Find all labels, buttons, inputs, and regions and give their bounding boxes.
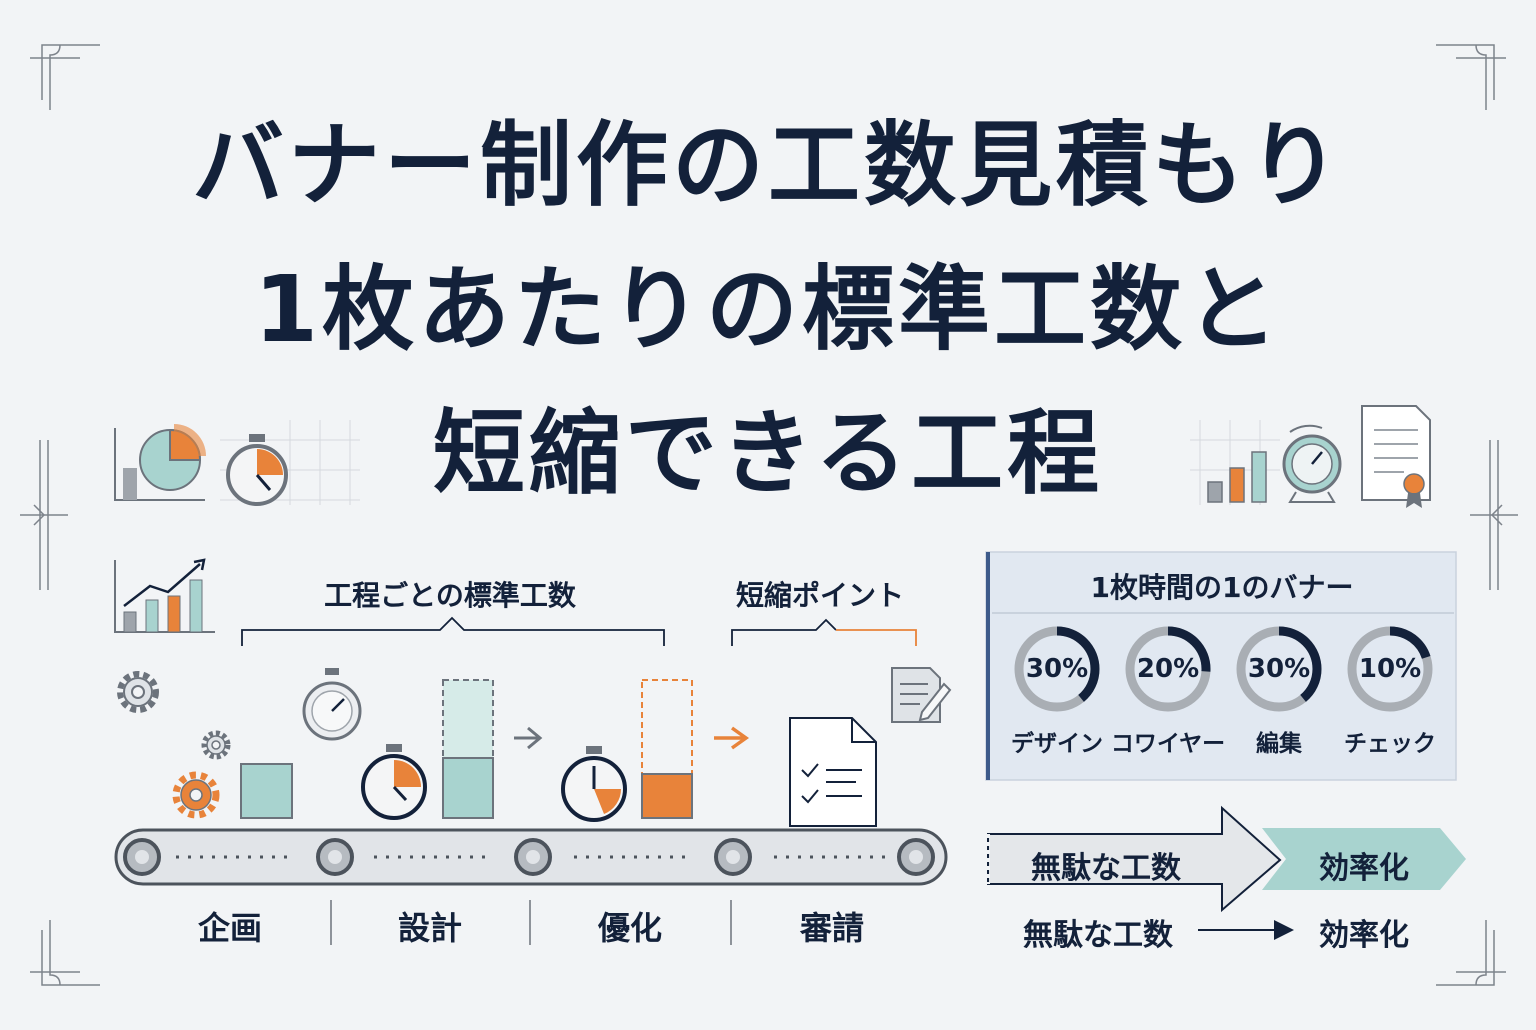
donut-center-check <box>1357 636 1423 702</box>
bar-chart-icon-top-right <box>1207 451 1267 503</box>
title-line-3: 短縮できる工程 <box>432 400 1104 507</box>
title-line-1: バナー制作の工数見積もり <box>191 112 1344 219</box>
gear-icon-orange <box>172 771 220 819</box>
donut-center-design <box>1024 636 1090 702</box>
stage-dividers <box>330 900 732 945</box>
donut-center-copywriting <box>1135 636 1201 702</box>
planning-block <box>240 763 293 819</box>
title-line-2: 1枚あたりの標準工数と <box>253 256 1282 363</box>
shortcut-bracket <box>731 618 917 646</box>
pie-chart-icon <box>114 424 206 501</box>
arrow-icon-orange <box>714 726 750 750</box>
panel-title: 1枚時間の1のバナー <box>1090 571 1354 604</box>
stopwatch-icon-optimize <box>561 746 627 822</box>
donut-center-editing <box>1246 636 1312 702</box>
edit-document-icon <box>891 667 952 723</box>
side-ornament-right <box>1470 440 1518 590</box>
donut-arc-design <box>1014 626 1100 712</box>
stopwatch-icon-top-left <box>226 434 288 506</box>
conveyor-belt <box>114 828 948 886</box>
corner-ornament-bottom-left <box>30 920 100 986</box>
stopwatch-icon-gray <box>302 668 362 741</box>
gear-icon-small <box>201 730 231 760</box>
percent-label-copywriting: 20% <box>1136 654 1200 684</box>
waste-banner-text: 無駄な工数 <box>1031 851 1181 886</box>
certificate-document-icon <box>1361 405 1431 508</box>
panel-accent-border <box>986 552 990 780</box>
efficiency-banner-text: 効率化 <box>1319 851 1409 886</box>
stage-label-design: 設計 <box>397 909 463 947</box>
side-ornament-left <box>20 440 68 590</box>
standard-effort-heading: 工程ごとの標準工数 <box>324 579 576 612</box>
corner-ornament-top-left <box>30 44 100 110</box>
standard-effort-bracket <box>241 616 665 646</box>
panel-divider <box>992 612 1454 614</box>
efficiency-banner <box>1262 828 1466 890</box>
donut-arc-check <box>1347 626 1433 712</box>
waste-text: 無駄な工数 <box>1023 918 1173 953</box>
corner-ornament-bottom-right <box>1436 920 1506 986</box>
efficiency-text: 効率化 <box>1319 918 1409 953</box>
task-label-check: チェック <box>1344 731 1436 757</box>
percent-label-design: 30% <box>1025 654 1089 684</box>
stage-label-planning: 企画 <box>197 909 263 947</box>
task-label-design: デザイン <box>1011 731 1103 757</box>
checklist-document-icon <box>789 717 877 827</box>
percentage-donut-group <box>1014 626 1433 712</box>
task-label-copywriting: コワイヤー <box>1110 731 1226 757</box>
stopwatch-icon-design <box>361 744 427 820</box>
percent-label-editing: 30% <box>1247 654 1311 684</box>
stage-label-review: 審請 <box>799 909 865 947</box>
donut-arc-copywriting <box>1125 626 1211 712</box>
stage-label-optimize: 優化 <box>597 909 663 947</box>
clock-icon-top-right <box>1282 424 1342 503</box>
design-effort-column <box>442 679 494 819</box>
waste-arrow-banner <box>986 805 1282 913</box>
growth-chart-icon <box>114 558 215 633</box>
optimize-effort-column <box>641 679 693 819</box>
gear-icon-gray <box>117 671 159 713</box>
arrow-icon-teal <box>514 726 543 750</box>
percent-label-check: 10% <box>1358 654 1422 684</box>
shortcut-heading: 短縮ポイント <box>735 579 905 612</box>
donut-arc-editing <box>1236 626 1322 712</box>
corner-ornament-top-right <box>1436 44 1506 110</box>
task-label-editing: 編集 <box>1256 731 1302 757</box>
